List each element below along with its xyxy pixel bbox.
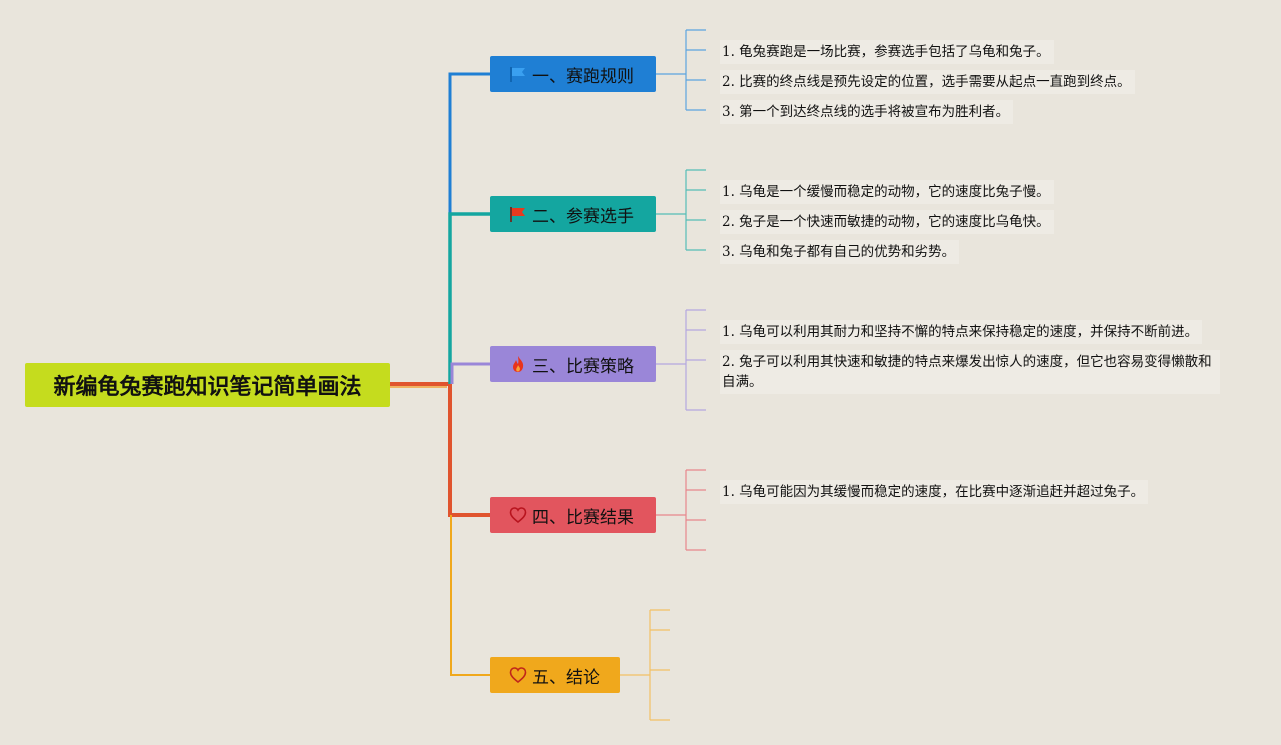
leaf-text[interactable]: 1. 乌龟是一个缓慢而稳定的动物，它的速度比兔子慢。 (720, 180, 1054, 204)
branch3-connector (450, 362, 490, 384)
fire-icon (508, 354, 528, 374)
leaf-text[interactable]: 1. 龟兔赛跑是一场比赛，参赛选手包括了乌龟和兔子。 (720, 40, 1054, 64)
root-connector (390, 382, 490, 517)
branch-result[interactable]: 四、比赛结果 (490, 497, 656, 533)
branch4-leaf-bracket (656, 469, 706, 551)
branch-rules[interactable]: 一、赛跑规则 (490, 56, 656, 92)
leaf-text[interactable]: 1. 乌龟可以利用其耐力和坚持不懈的特点来保持稳定的速度，并保持不断前进。 (720, 320, 1203, 344)
leaf-text[interactable]: 1. 乌龟可能因为其缓慢而稳定的速度，在比赛中逐渐追赶并超过兔子。 (720, 480, 1149, 504)
branch2-leaf-bracket (656, 169, 706, 251)
branch-label: 一、赛跑规则 (532, 66, 634, 87)
leaf-text[interactable]: 3. 乌龟和兔子都有自己的优势和劣势。 (720, 240, 960, 264)
branch-label: 四、比赛结果 (532, 507, 634, 528)
flag-red-icon (508, 204, 528, 224)
branch-contestants[interactable]: 二、参赛选手 (490, 196, 656, 232)
branch2-connector (448, 212, 490, 384)
heart-icon (508, 665, 528, 685)
flag-blue-icon (508, 64, 528, 84)
branch3-leaf-bracket (656, 309, 706, 411)
branch-label: 五、结论 (532, 667, 600, 688)
branch-label: 三、比赛策略 (532, 356, 634, 377)
leaf-text[interactable]: 3. 第一个到达终点线的选手将被宣布为胜利者。 (720, 100, 1014, 124)
branch1-connector (448, 72, 490, 384)
root-topic[interactable]: 新编龟兔赛跑知识笔记简单画法 (25, 363, 390, 407)
branch5-leaf-bracket (620, 609, 670, 721)
leaf-text[interactable]: 2. 兔子是一个快速而敏捷的动物，它的速度比乌龟快。 (720, 210, 1054, 234)
branch-label: 二、参赛选手 (532, 206, 634, 227)
leaf-text[interactable]: 2. 比赛的终点线是预先设定的位置，选手需要从起点一直跑到终点。 (720, 70, 1135, 94)
branch1-leaf-bracket (656, 29, 706, 111)
branch-strategy[interactable]: 三、比赛策略 (490, 346, 656, 382)
leaf-text[interactable]: 2. 兔子可以利用其快速和敏捷的特点来爆发出惊人的速度，但它也容易变得懒散和自满… (720, 350, 1220, 394)
heart-icon (508, 505, 528, 525)
branch-conclusion[interactable]: 五、结论 (490, 657, 620, 693)
branch5-connector (450, 515, 490, 676)
